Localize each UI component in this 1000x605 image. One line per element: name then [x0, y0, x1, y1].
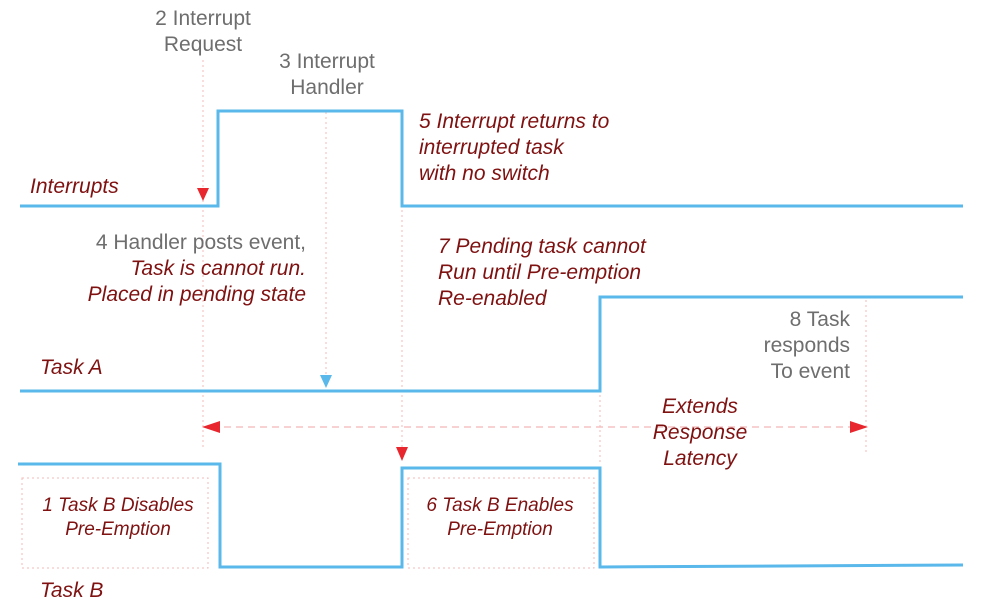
step-4-line-1: 4 Handler posts event, [95, 231, 306, 254]
step-5-line-2: interrupted task [419, 136, 564, 159]
interrupt-request-marker [197, 188, 209, 201]
step-5-label: 5 Interrupt returns to interrupted task … [419, 109, 609, 187]
step-1-line-2: Pre-Emption [65, 519, 171, 540]
interrupts-signal [20, 109, 963, 208]
step-5-line-3: with no switch [419, 162, 550, 185]
task-b-signal [18, 462, 964, 569]
step-6-line-1: 6 Task B Enables [426, 495, 574, 516]
step-7-label: 7 Pending task cannot Run until Pre-empt… [438, 234, 646, 312]
step-8-line-2: responds [763, 334, 850, 357]
latency-arrow-left-head [202, 421, 220, 433]
step-3-label: 3 Interrupt Handler [254, 49, 400, 101]
latency-line-1: Extends [662, 395, 738, 418]
step-3-line-1: 3 Interrupt [279, 50, 375, 73]
step-6-line-2: Pre-Emption [447, 519, 553, 540]
latency-line-2: Response [652, 421, 748, 444]
step-3-line-2: Handler [290, 76, 364, 99]
step-1-line-1: 1 Task B Disables [42, 495, 194, 516]
guide-lines [21, 60, 867, 569]
latency-arrow [202, 421, 868, 433]
step-6-label: 6 Task B Enables Pre-Emption [402, 494, 598, 542]
latency-arrow-right-head [850, 421, 868, 433]
step-1-label: 1 Task B Disables Pre-Emption [20, 494, 216, 542]
task-a-signal [20, 295, 963, 393]
guide-box-step1 [21, 477, 209, 569]
step-8-label: 8 Task responds To event [700, 307, 850, 385]
step-8-line-1: 8 Task [789, 308, 850, 331]
latency-line-3: Latency [663, 447, 737, 470]
step-7-line-3: Re-enabled [438, 287, 547, 310]
step-7-line-1: 7 Pending task cannot [438, 235, 646, 258]
interrupt-return-marker [396, 447, 408, 461]
latency-label: Extends Response Latency [620, 394, 780, 472]
step-2-line-1: 2 Interrupt [155, 7, 251, 30]
guide-box-step6 [407, 477, 595, 569]
step-5-line-1: 5 Interrupt returns to [419, 110, 610, 133]
step-2-label: 2 Interrupt Request [130, 6, 276, 58]
lane-label-interrupts: Interrupts [30, 175, 119, 198]
step-4-line-2: Task is cannot run. [130, 257, 307, 280]
step-8-line-3: To event [770, 360, 850, 383]
handler-post-marker [320, 375, 332, 388]
step-4-line-3: Placed in pending state [87, 283, 306, 306]
lane-label-task-b: Task B [40, 579, 104, 602]
step-2-line-2: Request [163, 33, 243, 56]
step-4-label: 4 Handler posts event, Task is cannot ru… [20, 230, 306, 308]
lane-label-task-a: Task A [40, 356, 103, 379]
step-7-line-2: Run until Pre-emption [438, 261, 642, 284]
